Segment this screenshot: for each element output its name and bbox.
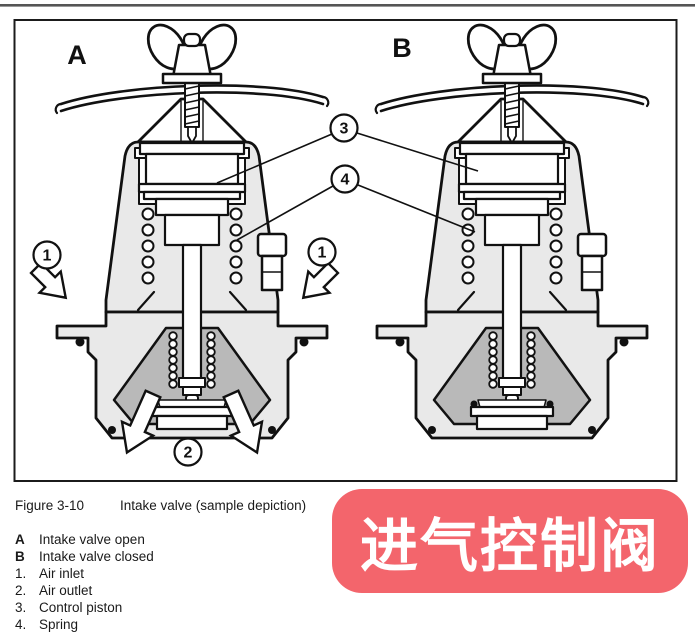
legend-text: Air outlet (39, 583, 93, 598)
annotation-banner-text: 进气控制阀 (359, 512, 660, 580)
figure-caption: Figure 3-10 Intake valve (sample depicti… (15, 497, 306, 514)
callout-2: 2 (173, 437, 203, 467)
callout-4: 4 (330, 164, 360, 194)
legend-key: 2. (15, 583, 27, 598)
legend-text: Air inlet (39, 566, 85, 581)
leader-3-to-valve-b (356, 132, 479, 172)
legend-key: 4. (15, 617, 27, 632)
legend-key: A (15, 532, 25, 547)
legend-item-1: 1. Air inlet (15, 565, 154, 582)
legend-text: Intake valve open (39, 532, 145, 547)
intake-valve-figure: A B 1 1 2 3 4 (0, 4, 695, 482)
page-top-rule (0, 4, 695, 7)
legend-item-2: 2. Air outlet (15, 582, 154, 599)
legend-key: 3. (15, 600, 27, 615)
callout-1-left: 1 (32, 240, 62, 270)
callout-1-right: 1 (307, 237, 337, 267)
legend-item-b: B Intake valve closed (15, 548, 154, 565)
svg-text:1: 1 (318, 245, 327, 262)
legend-item-3: 3. Control piston (15, 599, 154, 616)
legend-key: 1. (15, 566, 27, 581)
annotation-banner: 进气控制阀 (332, 489, 688, 593)
leader-4-to-valve-b (357, 184, 476, 233)
svg-text:3: 3 (340, 121, 349, 138)
figure-caption-title: Intake valve (sample depiction) (120, 498, 307, 513)
legend-text: Spring (39, 617, 79, 632)
leader-3-to-valve-a (216, 133, 333, 184)
panel-label-a: A (67, 40, 87, 70)
figure-caption-label: Figure 3-10 (15, 498, 85, 513)
legend-key: B (15, 549, 25, 564)
svg-text:2: 2 (184, 445, 193, 462)
legend-text: Intake valve closed (39, 549, 154, 564)
panel-label-b: B (392, 33, 412, 63)
figure-legend: A Intake valve open B Intake valve close… (15, 531, 154, 632)
legend-item-a: A Intake valve open (15, 531, 154, 548)
leader-4-to-valve-a (236, 185, 334, 241)
callout-3: 3 (329, 113, 359, 143)
svg-text:1: 1 (43, 248, 52, 265)
legend-item-4: 4. Spring (15, 616, 154, 632)
legend-text: Control piston (39, 600, 123, 615)
svg-text:4: 4 (341, 172, 350, 189)
